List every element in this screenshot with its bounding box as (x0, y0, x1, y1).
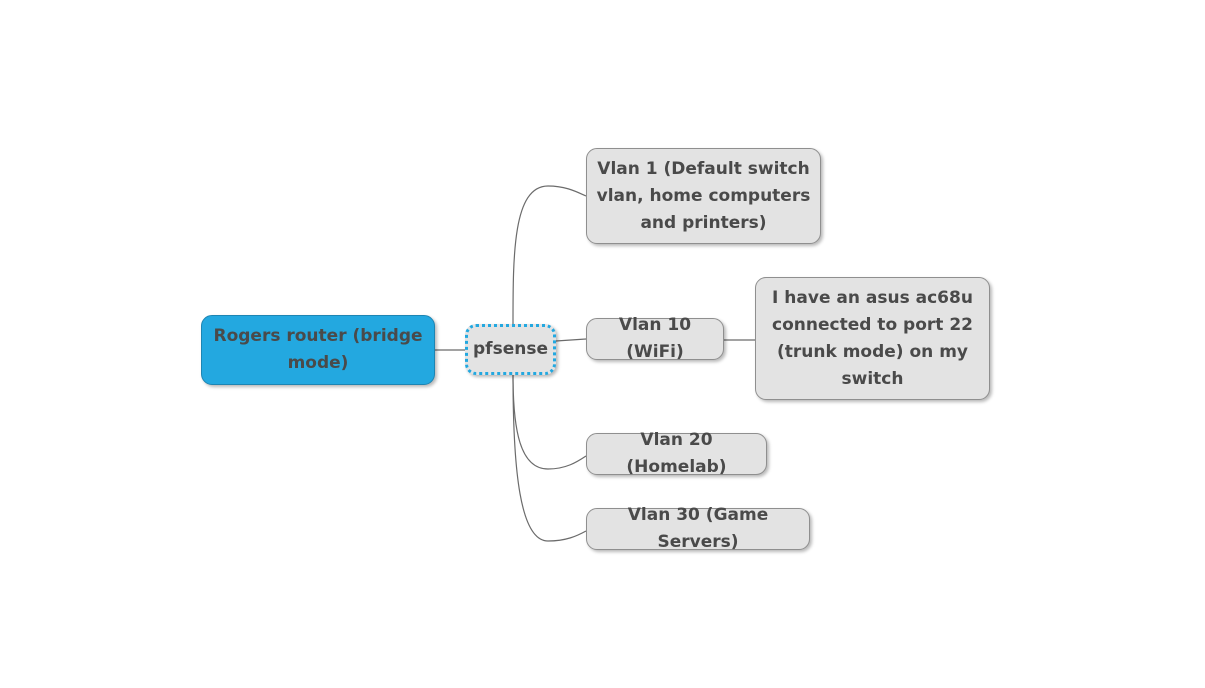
node-rogers-router[interactable]: Rogers router (bridge mode) (201, 315, 435, 385)
node-vlan-30[interactable]: Vlan 30 (Game Servers) (586, 505, 810, 552)
node-asus-note-label: I have an asus ac68u connected to port 2… (772, 287, 973, 389)
node-vlan-1[interactable]: Vlan 1 (Default switch vlan, home comput… (586, 148, 821, 244)
connector-pfsense-to-vlan1 (512, 185, 587, 325)
node-vlan-30-label: Vlan 30 (Game Servers) (627, 505, 769, 552)
node-pfsense[interactable]: pfsense (465, 324, 556, 375)
node-asus-note[interactable]: I have an asus ac68u connected to port 2… (755, 277, 990, 400)
connector-pfsense-to-vlan30 (512, 374, 587, 542)
connector-pfsense-to-vlan20 (512, 374, 587, 470)
node-vlan-20[interactable]: Vlan 20 (Homelab) (586, 430, 767, 477)
connector-pfsense-to-vlan10 (555, 338, 587, 342)
node-pfsense-label: pfsense (473, 339, 548, 359)
node-vlan-20-label: Vlan 20 (Homelab) (626, 430, 727, 477)
node-rogers-router-label: Rogers router (bridge mode) (213, 326, 423, 373)
node-vlan-1-label: Vlan 1 (Default switch vlan, home comput… (596, 158, 811, 233)
node-vlan-10[interactable]: Vlan 10 (WiFi) (586, 315, 724, 362)
node-vlan-10-label: Vlan 10 (WiFi) (618, 315, 692, 362)
